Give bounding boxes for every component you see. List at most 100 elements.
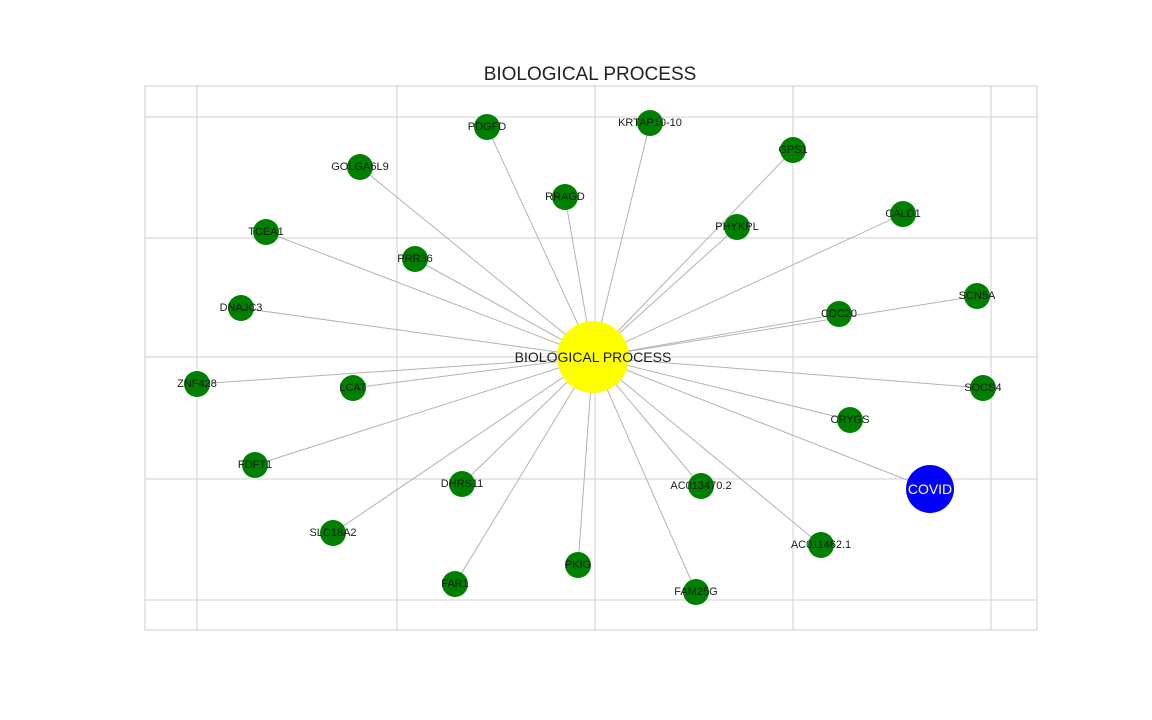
gene-node-socs4[interactable]: SOCS4	[964, 375, 1002, 401]
gene-node-slc18a2[interactable]: SLC18A2	[309, 520, 357, 546]
gene-node-ac013470[interactable]: AC013470.2	[670, 473, 732, 499]
gene-node-caldi[interactable]: CALD1	[885, 201, 921, 227]
gene-node-fdft1-circle	[242, 452, 268, 478]
gene-node-golga6l9-circle	[347, 154, 373, 180]
gene-node-pdgfd[interactable]: PDGFD	[468, 114, 507, 140]
gene-node-pkig-circle	[565, 552, 591, 578]
gene-node-rragd-circle	[552, 184, 578, 210]
gene-node-lcat[interactable]: LCAT	[339, 375, 367, 401]
gene-node-socs4-label: SOCS4	[964, 382, 1001, 394]
gene-node-cdc20-circle	[826, 301, 852, 327]
gene-node-far1[interactable]: FAR1	[441, 571, 469, 597]
edge-fam25g	[592, 356, 697, 593]
gene-node-tcea1-label: TCEA1	[248, 226, 283, 238]
gene-node-dnajc3-circle	[228, 295, 254, 321]
gene-node-crygs-label: CRYGS	[831, 414, 870, 426]
gene-node-pkig-label: PKIG	[565, 559, 591, 571]
gene-node-golga6l9[interactable]: GOLGA6L9	[331, 154, 389, 180]
gene-node-gps1[interactable]: GPS1	[778, 137, 808, 163]
gene-node-krtap10-10[interactable]: KRTAP10-10	[618, 110, 682, 136]
gene-node-znf428-label: ZNF428	[177, 378, 217, 390]
gene-node-ac013470-label: AC013470.2	[670, 480, 731, 492]
edge-scn5a	[592, 295, 978, 358]
edge-fdft1	[254, 356, 594, 466]
gene-node-lcat-circle	[340, 375, 366, 401]
gene-node-tcea1[interactable]: TCEA1	[248, 219, 284, 245]
edge-cdc20	[592, 313, 840, 358]
gene-node-rragd[interactable]: RRAGD	[545, 184, 585, 210]
gene-node-ac013470-circle	[688, 473, 714, 499]
edge-znf428	[196, 356, 594, 385]
edge-far1	[454, 356, 594, 585]
gene-node-gps1-circle	[780, 137, 806, 163]
gene-node-tcea1-circle	[253, 219, 279, 245]
edge-gps1	[592, 149, 794, 358]
hub-node-circle	[557, 321, 629, 393]
gene-node-phykpl-label: PHYKPL	[715, 221, 758, 233]
gene-node-fam25g[interactable]: FAM25G	[674, 579, 718, 605]
gene-node-dnajc3-label: DNAJC3	[220, 302, 263, 314]
edge-tcea1	[265, 231, 594, 358]
gene-node-phykpl[interactable]: PHYKPL	[715, 214, 759, 240]
figure-title: BIOLOGICAL PROCESS	[484, 64, 697, 85]
gene-node-znf428-circle	[184, 371, 210, 397]
gene-node-cdc20-label: CDC20	[821, 308, 857, 320]
gene-node-crygs-circle	[837, 407, 863, 433]
gene-node-rragd-label: RRAGD	[545, 191, 585, 203]
gene-node-dnajc3[interactable]: DNAJC3	[220, 295, 263, 321]
gene-node-ac011462-label: AC011462.1	[791, 539, 851, 551]
gene-node-pdgfd-circle	[474, 114, 500, 140]
gene-node-dhrs11-circle	[449, 471, 475, 497]
gene-node-far1-label: FAR1	[441, 578, 469, 590]
gene-node-prrt6[interactable]: PRR36	[397, 246, 433, 272]
edge-krtap10-10	[592, 122, 651, 358]
gene-node-fdft1[interactable]: FDFT1	[238, 452, 272, 478]
gene-node-prrt6-label: PRR36	[397, 253, 432, 265]
gene-node-prrt6-circle	[402, 246, 428, 272]
gene-node-far1-circle	[442, 571, 468, 597]
edge-slc18a2	[332, 356, 594, 534]
edge-crygs	[592, 356, 851, 421]
covid-node[interactable]: COVID	[906, 465, 954, 513]
gene-node-cdc20[interactable]: CDC20	[821, 301, 857, 327]
edges	[196, 122, 984, 593]
gene-node-fam25g-circle	[683, 579, 709, 605]
gene-node-phykpl-circle	[724, 214, 750, 240]
gene-node-krtap10-10-label: KRTAP10-10	[618, 117, 682, 129]
gene-node-golga6l9-label: GOLGA6L9	[331, 161, 388, 173]
edge-socs4	[592, 356, 984, 389]
gene-node-scn5a-circle	[964, 283, 990, 309]
gene-node-slc18a2-circle	[320, 520, 346, 546]
gene-node-fam25g-label: FAM25G	[674, 586, 717, 598]
edge-lcat	[352, 356, 594, 389]
gene-node-scn5a[interactable]: SCN5A	[959, 283, 996, 309]
gene-node-caldi-label: CALD1	[885, 208, 920, 220]
hub-node[interactable]: BIOLOGICAL PROCESS	[515, 321, 672, 393]
gene-node-slc18a2-label: SLC18A2	[309, 527, 356, 539]
gene-node-caldi-circle	[890, 201, 916, 227]
gene-node-dhrs11[interactable]: DHRS11	[441, 471, 484, 497]
edge-golga6l9	[359, 166, 594, 358]
gene-node-crygs[interactable]: CRYGS	[831, 407, 870, 433]
gene-node-ac011462[interactable]: AC011462.1	[791, 532, 851, 558]
gene-node-socs4-circle	[970, 375, 996, 401]
edge-caldi	[592, 213, 904, 358]
gene-node-scn5a-label: SCN5A	[959, 290, 996, 302]
gene-node-dhrs11-label: DHRS11	[441, 478, 484, 490]
edge-dnajc3	[240, 307, 594, 358]
gene-node-pkig[interactable]: PKIG	[565, 552, 591, 578]
gene-node-pdgfd-label: PDGFD	[468, 121, 507, 133]
gene-node-krtap10-10-circle	[637, 110, 663, 136]
gene-node-lcat-label: LCAT	[339, 382, 367, 394]
edge-covid	[592, 356, 931, 490]
edge-ac011462	[592, 356, 822, 546]
covid-node-label: COVID	[908, 481, 952, 497]
covid-node-circle	[906, 465, 954, 513]
gene-node-znf428[interactable]: ZNF428	[177, 371, 217, 397]
gene-node-fdft1-label: FDFT1	[238, 459, 272, 471]
edge-pdgfd	[486, 126, 594, 358]
gene-node-ac011462-circle	[808, 532, 834, 558]
grid-lines	[145, 86, 1037, 630]
